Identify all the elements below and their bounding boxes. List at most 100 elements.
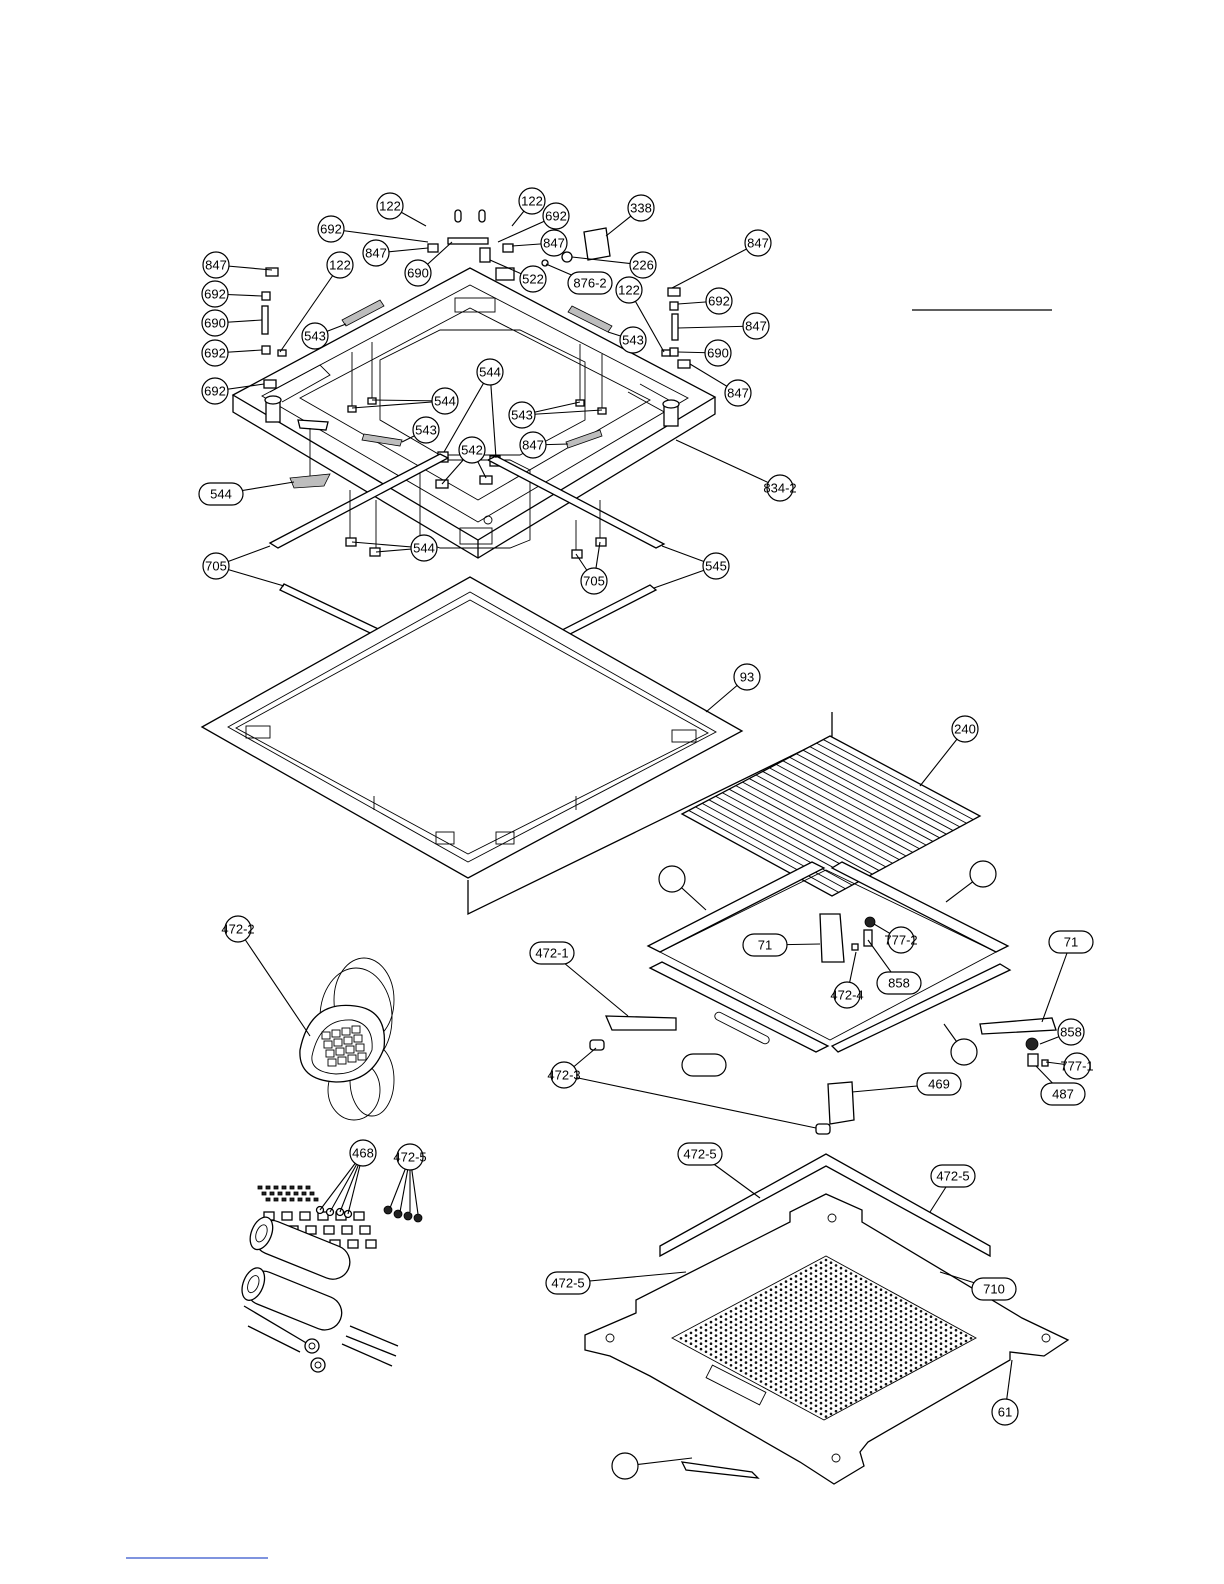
callout-847: 847	[363, 240, 389, 266]
callout-847: 847	[541, 230, 567, 256]
callout-692: 692	[202, 281, 228, 307]
callout-label: 472-3	[547, 1068, 580, 1083]
callout-label: 472-5	[393, 1150, 426, 1165]
leader-line	[672, 243, 758, 288]
callout-847: 847	[203, 252, 229, 278]
callout-label: 847	[543, 236, 565, 251]
callout-544: 544	[432, 388, 458, 414]
callout-label: 847	[205, 258, 227, 273]
callout-692: 692	[706, 288, 732, 314]
callout-705: 705	[581, 568, 607, 594]
callout-label: 61	[998, 1405, 1012, 1420]
callout-label: 226	[632, 258, 654, 273]
callout-544: 544	[199, 483, 243, 505]
callout-label: 777-2	[884, 933, 917, 948]
callout-label: 847	[365, 246, 387, 261]
callout-label: 71	[758, 938, 772, 953]
callout-blank	[951, 1039, 977, 1065]
callout-876-2: 876-2	[568, 272, 612, 294]
callout-label: 692	[204, 287, 226, 302]
callout-690: 690	[202, 310, 228, 336]
corner-pipe-left	[265, 396, 281, 422]
callout-label: 690	[204, 316, 226, 331]
callout-858: 858	[877, 972, 921, 994]
callout-label: 487	[1052, 1087, 1074, 1102]
callout-label: 847	[727, 386, 749, 401]
callout-692: 692	[318, 216, 344, 242]
callout-692: 692	[202, 340, 228, 366]
callout-label: 338	[630, 201, 652, 216]
callout-label: 122	[379, 199, 401, 214]
callout-710: 710	[972, 1278, 1016, 1300]
callout-label: 544	[210, 487, 232, 502]
callout-label: 544	[413, 541, 435, 556]
callout-label: 543	[511, 408, 533, 423]
callout-label: 543	[304, 329, 326, 344]
callout-label: 692	[320, 222, 342, 237]
callout-label: 240	[954, 722, 976, 737]
callout-label: 858	[1060, 1025, 1082, 1040]
callout-858: 858	[1058, 1019, 1084, 1045]
callout-847: 847	[745, 230, 771, 256]
callout-label: 876-2	[573, 276, 606, 291]
callout-label: 847	[522, 438, 544, 453]
callout-label: 522	[522, 272, 544, 287]
callout-blank	[659, 866, 685, 892]
callout-label: 692	[204, 346, 226, 361]
leader-line	[238, 929, 310, 1036]
accessory-kit	[238, 1186, 422, 1372]
callout-label: 472-5	[683, 1147, 716, 1162]
callout-71: 71	[1049, 931, 1093, 953]
callout-label: 777-1	[1060, 1059, 1093, 1074]
callout-label: 692	[545, 209, 567, 224]
callout-472-5: 472-5	[393, 1144, 426, 1170]
callout-label: 690	[407, 266, 429, 281]
callout-692: 692	[543, 203, 569, 229]
callout-690: 690	[405, 260, 431, 286]
callout-847: 847	[743, 313, 769, 339]
callout-240: 240	[952, 716, 978, 742]
callout-522: 522	[520, 266, 546, 292]
callout-label: 122	[521, 194, 543, 209]
callout-label: 834-2	[763, 481, 796, 496]
callout-label: 847	[747, 236, 769, 251]
callout-690: 690	[705, 340, 731, 366]
leader-line	[564, 1075, 816, 1128]
nuts	[384, 1206, 422, 1222]
callout-label: 847	[745, 319, 767, 334]
callout-692: 692	[202, 378, 228, 404]
callout-label: 468	[352, 1146, 374, 1161]
callout-487: 487	[1041, 1083, 1085, 1105]
callout-label: 93	[740, 670, 754, 685]
callout-label: 472-4	[830, 988, 863, 1003]
callout-label: 472-1	[535, 946, 568, 961]
callout-label: 472-5	[936, 1169, 969, 1184]
callout-338: 338	[628, 195, 654, 221]
callout-545: 545	[703, 553, 729, 579]
callout-472-2: 472-2	[221, 916, 254, 942]
callout-label: 544	[434, 394, 456, 409]
chassis-frame	[233, 268, 715, 558]
callout-543: 543	[509, 402, 535, 428]
callout-777-1: 777-1	[1060, 1053, 1093, 1079]
callout-61: 61	[992, 1399, 1018, 1425]
callout-777-2: 777-2	[884, 927, 917, 953]
callout-blank	[970, 861, 996, 887]
callout-label: 542	[461, 443, 483, 458]
callout-472-4: 472-4	[830, 982, 863, 1008]
callout-label: 692	[708, 294, 730, 309]
callout-472-1: 472-1	[530, 942, 574, 964]
callout-label: 544	[479, 365, 501, 380]
callout-705: 705	[203, 553, 229, 579]
parts-drawing	[202, 210, 1068, 1484]
leader-line	[1042, 942, 1071, 1022]
remote-controller	[300, 958, 394, 1120]
callout-122: 122	[519, 188, 545, 214]
callout-label: 705	[583, 574, 605, 589]
callout-label: 472-5	[551, 1276, 584, 1291]
callout-label: 469	[928, 1077, 950, 1092]
callout-543: 543	[302, 323, 328, 349]
callout-469: 469	[917, 1073, 961, 1095]
main-grille	[585, 1154, 1068, 1484]
callout-label: 122	[329, 258, 351, 273]
